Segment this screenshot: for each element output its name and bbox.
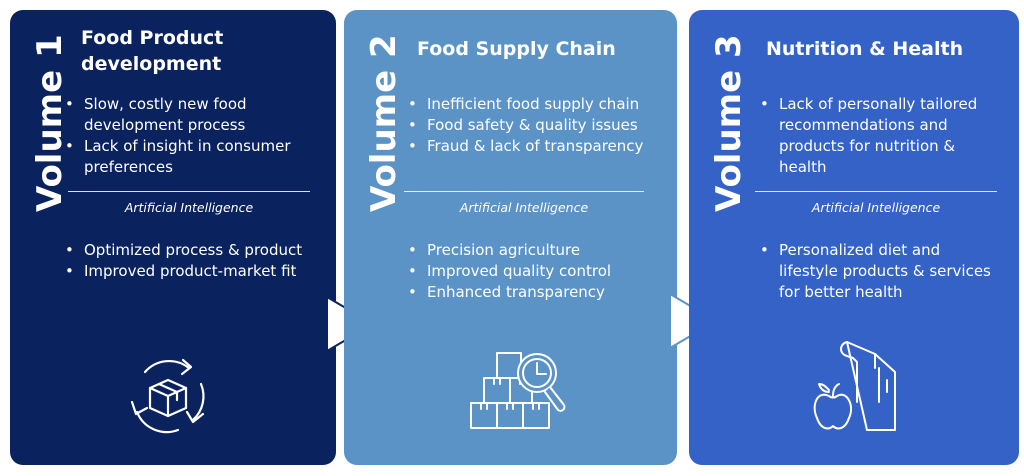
- solution-list: Personalized diet and lifestyle products…: [758, 240, 998, 303]
- divider: [68, 191, 310, 192]
- volume-label-text: Volume 3: [709, 34, 749, 212]
- challenge-item: Fraud & lack of transparency: [406, 136, 671, 157]
- challenge-item: Slow, costly new food development proces…: [63, 94, 328, 136]
- panel-title: Food Product development: [81, 27, 224, 75]
- challenge-item: Food safety & quality issues: [406, 115, 671, 136]
- ai-label: Artificial Intelligence: [459, 200, 589, 215]
- divider: [755, 191, 997, 192]
- solution-list: Optimized process & product Improved pro…: [63, 240, 328, 282]
- challenge-list: Lack of personally tailored recommendati…: [758, 94, 998, 178]
- challenge-item: Lack of personally tailored recommendati…: [758, 94, 998, 178]
- panel-volume-3: Volume 3 Nutrition & Health Lack of pers…: [689, 10, 1019, 465]
- solution-item: Improved product-market fit: [63, 261, 328, 282]
- panel-volume-2: Volume 2 Food Supply Chain Inefficient f…: [344, 10, 677, 465]
- ai-label: Artificial Intelligence: [124, 200, 254, 215]
- panel-volume-1: Volume 1 Food Product development Slow, …: [10, 10, 336, 465]
- challenge-list: Slow, costly new food development proces…: [63, 94, 328, 178]
- challenge-list: Inefficient food supply chain Food safet…: [406, 94, 671, 157]
- panel-title: Nutrition & Health: [766, 38, 964, 60]
- volume-label: Volume 2: [357, 28, 405, 218]
- divider: [404, 191, 644, 192]
- solution-item: Enhanced transparency: [406, 282, 671, 303]
- boxes-magnifier-icon: [470, 352, 566, 429]
- volume-label: Volume 3: [702, 28, 750, 218]
- volume-label-text: Volume 2: [364, 34, 404, 212]
- solution-item: Optimized process & product: [63, 240, 328, 261]
- grocery-bag-apple-icon: [813, 341, 896, 431]
- product-cycle-box-icon: [130, 358, 205, 434]
- solution-item: Improved quality control: [406, 261, 671, 282]
- solution-item: Personalized diet and lifestyle products…: [758, 240, 998, 303]
- solution-list: Precision agriculture Improved quality c…: [406, 240, 671, 303]
- ai-label: Artificial Intelligence: [811, 200, 941, 215]
- challenge-item: Inefficient food supply chain: [406, 94, 671, 115]
- challenge-item: Lack of insight in consumer preferences: [63, 136, 328, 178]
- solution-item: Precision agriculture: [406, 240, 671, 261]
- panel-title: Food Supply Chain: [417, 38, 616, 60]
